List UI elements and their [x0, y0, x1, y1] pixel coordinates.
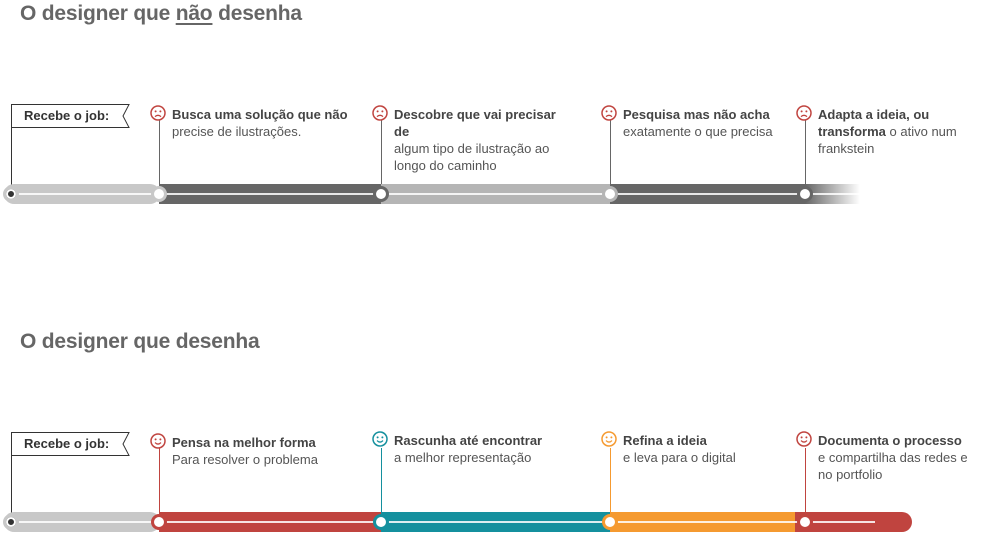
- step-1-bottom-text: Para resolver o problema: [172, 452, 318, 467]
- job-tag-label-bottom: Recebe o job:: [24, 436, 110, 451]
- happy-face-icon: [796, 431, 812, 447]
- step-4-top: Adapta a ideia, ou transforma o ativo nu…: [796, 105, 978, 157]
- step-3-bottom: Refina a ideia e leva para o digital: [601, 431, 783, 466]
- step-2-top-heading: Descobre que vai precisar de: [394, 107, 556, 139]
- step-4-top-heading: Adapta a ideia, ou: [818, 107, 930, 122]
- connector-1-top: [159, 120, 160, 193]
- timeline-track-top: [4, 184, 875, 204]
- step-4-bottom: Documenta o processo e compartilha das r…: [796, 431, 978, 483]
- step-1-top-text: precise de ilustrações.: [172, 124, 302, 139]
- timeline-track-bottom: [4, 512, 912, 532]
- milestone-2-top: [373, 186, 389, 202]
- step-3-top-heading: Pesquisa mas não acha: [623, 107, 770, 122]
- title-top-pre: O designer que: [20, 2, 176, 25]
- step-4-top-text: o ativo num frankstein: [818, 124, 957, 156]
- step-3-bottom-heading: Refina a ideia: [623, 433, 707, 448]
- job-tag-bottom: Recebe o job:: [11, 432, 131, 456]
- milestone-start-bottom: [3, 514, 19, 530]
- sad-face-icon: [372, 105, 388, 121]
- connector-4-bottom: [805, 448, 806, 522]
- milestone-3-top: [602, 186, 618, 202]
- section-nao-desenha: O designer que não desenha Recebe o job:…: [0, 0, 996, 260]
- step-3-top-text: exatamente o que precisa: [623, 124, 773, 139]
- step-2-bottom-text: a melhor representação: [394, 450, 532, 465]
- step-2-top-text: algum tipo de ilustração ao longo do cam…: [394, 141, 550, 173]
- happy-face-icon: [150, 433, 166, 449]
- step-4-top-heading-2: transforma: [818, 124, 886, 139]
- step-1-top-heading: Busca uma solução que não: [172, 107, 348, 122]
- milestone-1-top: [151, 186, 167, 202]
- happy-face-icon: [601, 431, 617, 447]
- tag-arrow-icon: [120, 432, 131, 456]
- connector-4-top: [805, 120, 806, 193]
- connector-start-top: [11, 126, 12, 193]
- tag-arrow-icon: [120, 104, 131, 128]
- title-top-post: desenha: [212, 2, 302, 25]
- sad-face-icon: [150, 105, 166, 121]
- page-title-bottom: O designer que desenha: [20, 330, 260, 353]
- milestone-1-bottom: [151, 514, 167, 530]
- job-tag-top: Recebe o job:: [11, 104, 131, 128]
- step-1-bottom-heading: Pensa na melhor forma: [172, 435, 316, 450]
- step-4-bottom-text: e compartilha das redes e no portfolio: [818, 450, 968, 482]
- connector-3-top: [610, 120, 611, 193]
- step-1-bottom: Pensa na melhor forma Para resolver o pr…: [150, 433, 372, 468]
- connector-2-bottom: [381, 448, 382, 522]
- step-4-bottom-heading: Documenta o processo: [818, 433, 962, 448]
- connector-start-bottom: [11, 454, 12, 522]
- step-2-bottom: Rascunha até encontrar a melhor represen…: [372, 431, 584, 466]
- milestone-4-top: [797, 186, 813, 202]
- connector-1-bottom: [159, 448, 160, 522]
- connector-3-bottom: [610, 448, 611, 522]
- step-1-top: Busca uma solução que não precise de ilu…: [150, 105, 372, 140]
- milestone-start-top: [3, 186, 19, 202]
- step-3-bottom-text: e leva para o digital: [623, 450, 736, 465]
- page-title-top: O designer que não desenha: [20, 2, 302, 26]
- sad-face-icon: [601, 105, 617, 121]
- step-3-top: Pesquisa mas não acha exatamente o que p…: [601, 105, 773, 140]
- happy-face-icon: [372, 431, 388, 447]
- title-top-emphasis: não: [175, 2, 213, 25]
- milestone-2-bottom: [373, 514, 389, 530]
- step-2-bottom-heading: Rascunha até encontrar: [394, 433, 543, 448]
- job-tag-label-top: Recebe o job:: [24, 108, 110, 123]
- step-2-top: Descobre que vai precisar de algum tipo …: [372, 105, 574, 174]
- milestone-4-bottom: [797, 514, 813, 530]
- section-desenha: O designer que desenha Recebe o job: Pen…: [0, 320, 996, 533]
- milestone-3-bottom: [602, 514, 618, 530]
- connector-2-top: [381, 120, 382, 193]
- sad-face-icon: [796, 105, 812, 121]
